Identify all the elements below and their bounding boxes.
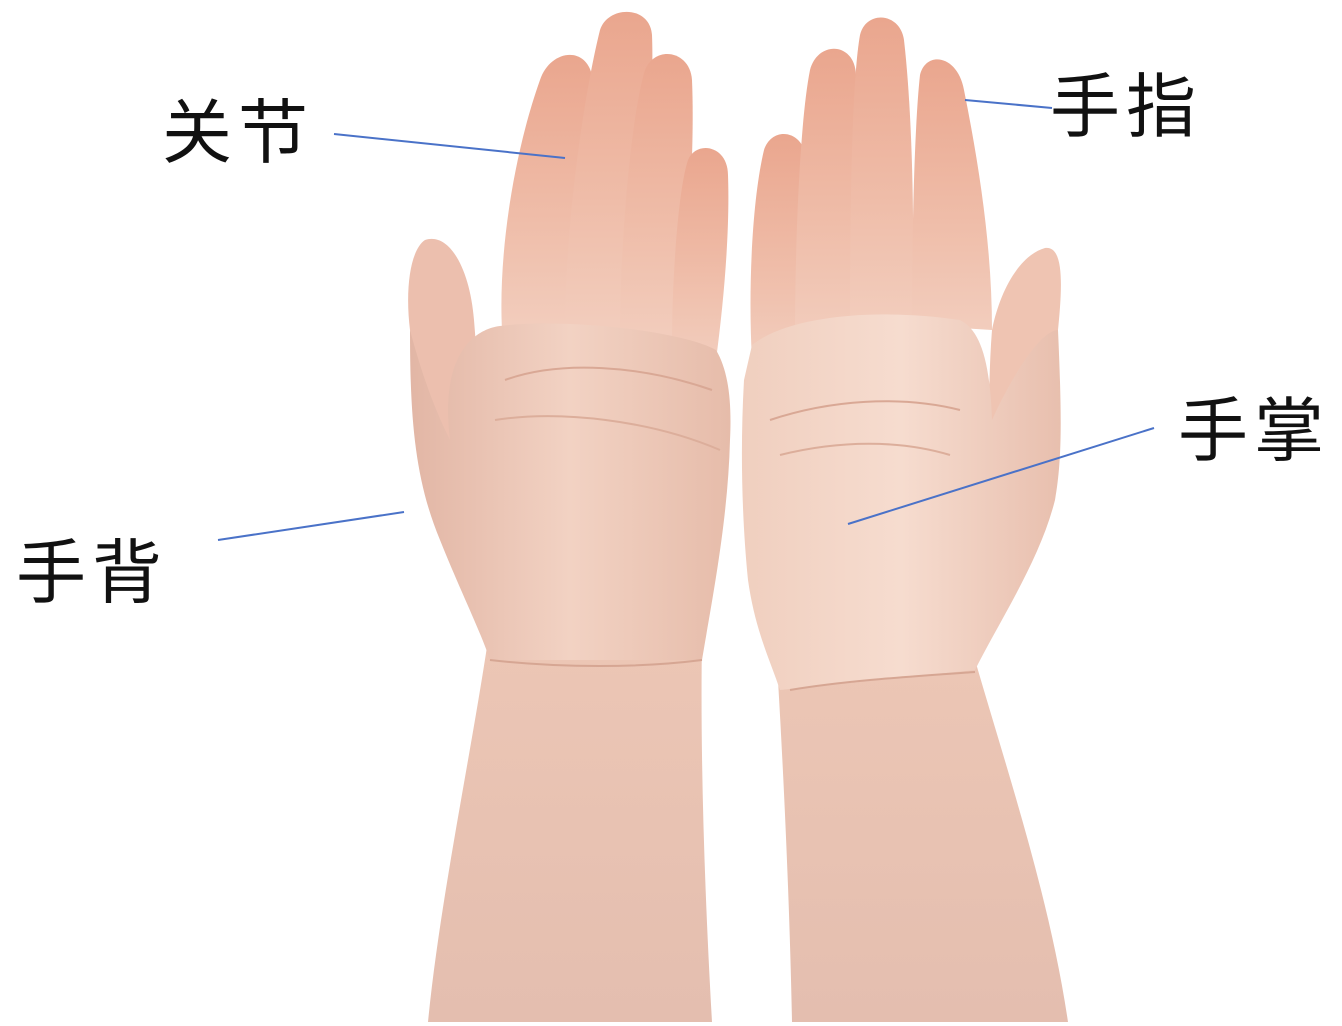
- right-finger-middle: [850, 17, 914, 325]
- right-wrist-crease: [789, 671, 976, 691]
- label-finger: 手指: [1050, 66, 1202, 148]
- right-finger-little: [750, 133, 807, 360]
- leader-line-back: [217, 511, 405, 541]
- label-back: 手背: [16, 532, 168, 614]
- left-palm-crease: [494, 415, 721, 451]
- label-joint: 关节: [162, 92, 314, 174]
- right-finger-index: [912, 59, 992, 330]
- left-palm: [410, 323, 731, 660]
- left-wrist-crease: [489, 659, 703, 667]
- left-palm-crease: [504, 366, 713, 391]
- right-forearm: [778, 660, 1068, 1022]
- leader-line-finger: [964, 99, 1053, 109]
- right-hand: [741, 17, 1068, 1022]
- label-palm: 手掌: [1178, 390, 1330, 472]
- left-hand: [408, 11, 731, 1022]
- right-palm-crease: [769, 400, 961, 421]
- left-finger-little: [672, 148, 729, 360]
- right-palm: [741, 314, 1061, 690]
- leader-line-joint: [333, 133, 566, 159]
- leader-line-palm: [847, 427, 1155, 525]
- right-finger-ring: [795, 48, 858, 341]
- left-forearm: [428, 640, 712, 1022]
- right-palm-crease: [779, 442, 951, 456]
